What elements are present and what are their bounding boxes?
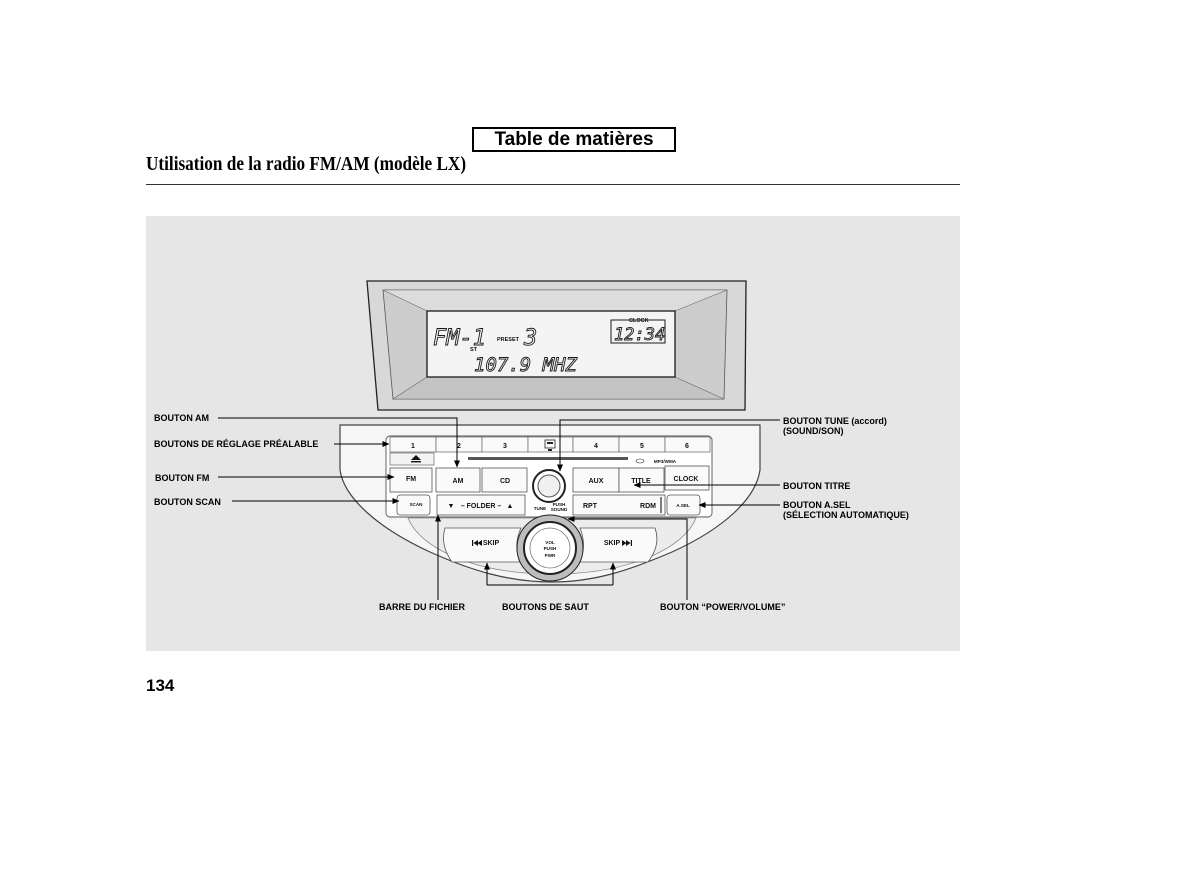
aux-button [572,467,620,493]
callout-power: BOUTON “POWER/VOLUME” [660,602,785,612]
asel-label: A.SEL [676,503,690,508]
skip-forward-button [579,527,658,563]
tune-knob [532,469,566,503]
cd-slot [468,457,628,460]
tune-label: TUNE [534,506,547,511]
callout-fm: BOUTON FM [155,473,209,483]
am-button [435,467,481,493]
tune-push-label: PUSH [553,502,566,507]
fm-label: FM [406,476,416,483]
preset-label-5: 5 [640,443,644,450]
am-leader [218,417,460,468]
scan-button [396,494,431,516]
callout-tune-sub: (SOUND/SON) [783,426,844,436]
disc-load-icon [544,439,556,451]
rpt-label: RPT [583,503,598,510]
section-title: Utilisation de la radio FM/AM (modèle LX… [146,153,467,175]
skip-forward-icon [622,540,632,546]
fm-button [389,467,433,493]
callout-folder-bar: BARRE DU FICHIER [379,602,466,612]
scan-label: SCAN [409,502,423,507]
bezel-bottom-face [391,376,725,400]
folder-down-label: ▼ [448,503,455,510]
callout-presets: BOUTONS DE RÉGLAGE PRÉALABLE [154,439,318,449]
rpt-rdm-bar [572,494,666,516]
media-format-logo: MP3/WMA [654,459,677,464]
lcd-clock-label: CLOCK [629,318,649,324]
preset-label-1: 1 [411,443,415,450]
title-divider [146,184,960,185]
callout-asel: BOUTON A.SEL [783,500,851,510]
folder-up-label: ▲ [507,503,514,510]
am-label: AM [453,478,464,485]
power-leader [567,516,688,600]
tune-leader [557,419,780,472]
cd-label: CD [500,478,510,485]
table-of-contents-button[interactable]: Table de matières [472,127,676,152]
callout-tune: BOUTON TUNE (accord) [783,416,887,426]
preset-label-4: 4 [594,443,598,450]
vol-label: VOL [545,540,555,545]
lcd-clock: 12:34 [614,325,665,345]
callout-lines [218,417,780,600]
skip-back-icon [472,540,482,546]
eject-icon [411,455,421,463]
bezel-top-face [382,289,728,312]
callout-am: BOUTON AM [154,413,209,423]
volume-knob [516,514,584,582]
callout-skip: BOUTONS DE SAUT [502,602,589,612]
clock-label: CLOCK [674,476,699,483]
lcd-band: FM-1 [433,326,486,351]
disc-logo [635,458,645,464]
skip-back-label: SKIP [483,540,500,547]
preset-button-6 [664,436,711,453]
title-label: TITLE [631,478,651,485]
callout-asel-sub: (SÉLECTION AUTOMATIQUE) [783,510,909,520]
skip-forward-label: SKIP [604,540,621,547]
lcd-stereo: ST [470,347,478,353]
callout-scan: BOUTON SCAN [154,497,221,507]
sound-label: SOUND [551,507,568,512]
lcd-clock-box [610,319,666,344]
vol-push-label: PUSH [544,546,557,551]
lcd-preset-number: 3 [523,326,537,351]
lcd-preset-label: PRESET [497,337,520,343]
radio-faceplate: 1 2 3 4 5 6 MP3/WMA FM AM C [339,424,761,583]
clock-button [664,465,710,491]
preset-label-6: 6 [685,443,689,450]
aux-label: AUX [589,478,604,485]
radio-diagram: FM-1 PRESET 3 ST 107.9 MHZ CLOCK 12:34 1… [154,280,909,612]
folder-bar [436,494,526,516]
pwr-label: PWR [545,553,556,558]
display-unit: FM-1 PRESET 3 ST 107.9 MHZ CLOCK 12:34 [366,280,747,411]
rdm-label: RDM [640,503,656,510]
preset-label-3: 3 [503,443,507,450]
lcd-screen [426,310,676,378]
title-button [618,467,665,493]
lcd-frequency: 107.9 MHZ [474,354,578,376]
cd-button [481,467,528,493]
page-number: 134 [146,676,175,695]
callout-title: BOUTON TITRE [783,481,850,491]
folder-label: – FOLDER – [461,503,502,510]
preset-row: 1 2 3 4 5 6 [389,436,711,453]
preset-label-2: 2 [457,443,461,450]
